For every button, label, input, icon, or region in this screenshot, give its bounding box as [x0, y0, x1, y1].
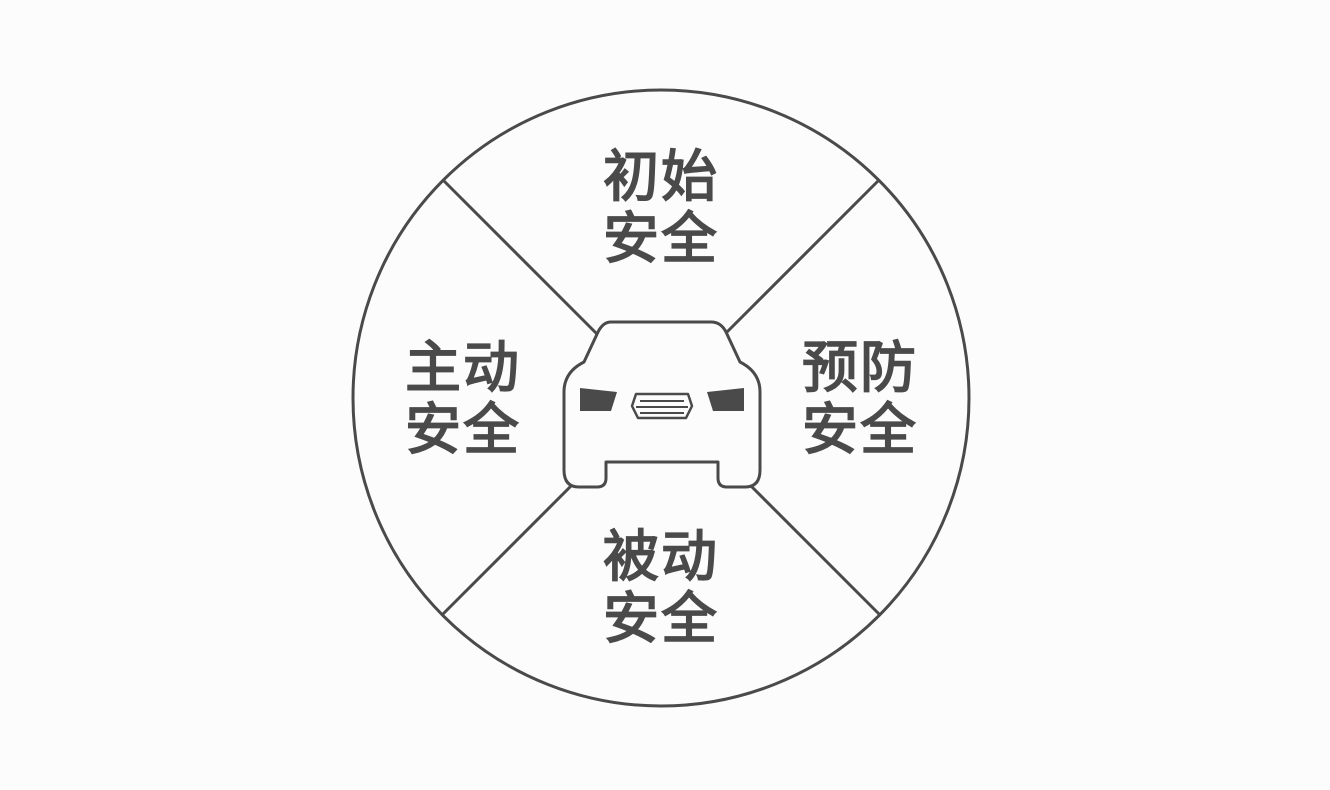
left-headlight: [580, 388, 617, 411]
segment-label-bottom: 被动 安全: [581, 527, 741, 651]
grille: [630, 392, 694, 420]
divider-bottom-left: [441, 477, 580, 616]
divider-top-right: [723, 178, 881, 336]
divider-top-left: [441, 178, 599, 336]
segment-label-left: 主动 安全: [383, 338, 543, 462]
segment-bottom-line1: 被动: [603, 525, 719, 590]
segment-left-line1: 主动: [405, 336, 521, 401]
outer-circle: [351, 88, 971, 708]
segment-bottom-line2: 安全: [603, 587, 719, 652]
segment-label-top: 初始 安全: [581, 147, 741, 271]
segment-top-line2: 安全: [603, 207, 719, 272]
segment-label-right: 预防 安全: [780, 338, 940, 462]
segment-top-line1: 初始: [603, 145, 719, 210]
right-headlight: [707, 388, 744, 411]
segment-right-line1: 预防: [802, 336, 918, 401]
segment-right-line2: 安全: [802, 398, 918, 463]
segment-left-line2: 安全: [405, 398, 521, 463]
car-front-icon: [562, 320, 762, 489]
divider-bottom-right: [742, 477, 881, 616]
